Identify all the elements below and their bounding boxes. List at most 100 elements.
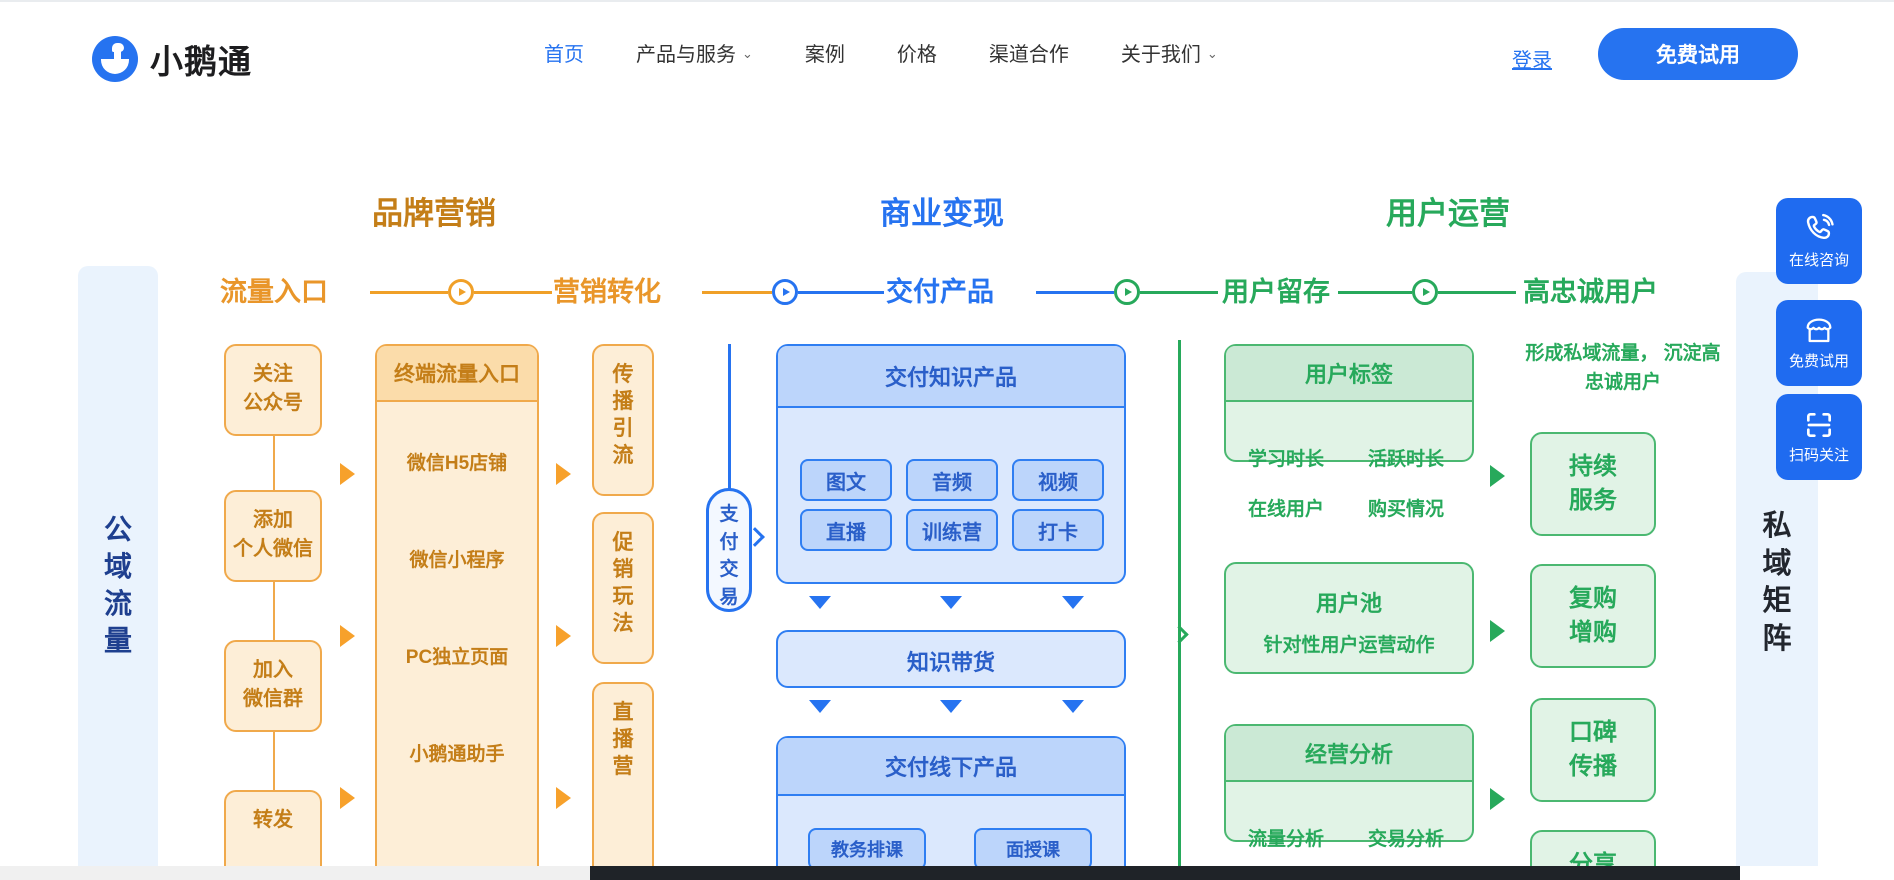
- card-label: 复购 增购: [1569, 585, 1617, 646]
- chip-video[interactable]: 视频: [1012, 459, 1104, 501]
- nav-label: 产品与服务: [636, 44, 736, 66]
- card-label: 关注 公众号: [243, 363, 303, 414]
- bottom-bar: [0, 866, 1894, 880]
- entry-item: 小鹅通助手: [409, 744, 505, 765]
- entry-item: PC独立页面: [405, 647, 509, 668]
- flow-label-traffic-entry: 流量入口: [220, 277, 328, 307]
- phone-icon: [1802, 212, 1836, 246]
- nav-item-cases[interactable]: 案例: [779, 38, 871, 67]
- arrow-down-icon: [809, 700, 831, 713]
- tag-study-duration: 学习时长: [1248, 449, 1325, 470]
- flow-segment: [1036, 291, 1114, 294]
- flow-marker-3: [1114, 279, 1140, 305]
- card-header: 经营分析: [1304, 742, 1393, 767]
- site-header: 小鹅通 首页 产品与服务 ⌄ 案例 价格 渠道合作 关于我们 ⌄: [0, 2, 1894, 108]
- card-add-personal-wechat[interactable]: 添加 个人微信: [224, 490, 322, 582]
- card-word-of-mouth[interactable]: 口碑 传播: [1530, 698, 1656, 802]
- chip-checkin[interactable]: 打卡: [1012, 509, 1104, 551]
- entry-item: 微信小程序: [409, 550, 505, 571]
- chip-graphic-text[interactable]: 图文: [800, 459, 892, 501]
- tag-active-duration: 活跃时长: [1368, 449, 1445, 470]
- nav-item-home[interactable]: 首页: [518, 38, 610, 67]
- card-header: 用户标签: [1304, 362, 1393, 387]
- card-user-tags[interactable]: 用户标签: [1224, 344, 1474, 462]
- arrow-right-icon: [556, 787, 571, 809]
- login-link[interactable]: 登录: [1512, 50, 1552, 72]
- connector: [273, 540, 275, 690]
- card-label: 传 播 引 流: [612, 363, 634, 467]
- floating-label: 在线咨询: [1788, 252, 1849, 269]
- flow-label-loyal-user: 高忠诚用户: [1523, 277, 1658, 307]
- floating-online-consult-button[interactable]: 在线咨询: [1776, 198, 1862, 284]
- card-header: 交付线下产品: [884, 755, 1017, 780]
- card-payment-transaction[interactable]: 支 付 交 易: [706, 488, 752, 612]
- chip-live[interactable]: 直播: [800, 509, 892, 551]
- card-spread-drainage[interactable]: 传 播 引 流: [592, 344, 654, 496]
- public-traffic-label: 公域流量: [103, 514, 132, 656]
- nav-label: 渠道合作: [988, 44, 1069, 66]
- card-terminal-traffic-entry[interactable]: 终端流量入口 微信H5店铺 微信小程序 PC独立页面 小鹅通助手: [375, 344, 539, 880]
- flow-row: 流量入口 营销转化 交付产品 用户留存 高忠诚用户: [0, 270, 1894, 314]
- arrow-right-icon: [556, 463, 571, 485]
- card-header: 终端流量入口: [394, 363, 520, 386]
- card-forward[interactable]: 转发: [224, 790, 322, 880]
- card-sub: 针对性用户运营动作: [1263, 635, 1435, 656]
- section-divider: [1178, 340, 1181, 880]
- stage-title-brand: 品牌营销: [372, 196, 496, 231]
- card-business-analysis[interactable]: 经营分析: [1224, 724, 1474, 842]
- chip-face-to-face-class[interactable]: 面授课: [974, 828, 1092, 870]
- card-user-pool[interactable]: 用户池 针对性用户运营动作: [1224, 562, 1474, 674]
- card-join-wechat-group[interactable]: 加入 微信群: [224, 640, 322, 732]
- nav-item-pricing[interactable]: 价格: [871, 38, 963, 67]
- chip-audio[interactable]: 音频: [906, 459, 998, 501]
- flow-marker-1: [448, 279, 474, 305]
- stage-title-user: 用户运营: [1386, 196, 1510, 231]
- floating-label: 免费试用: [1788, 353, 1849, 370]
- card-label: 持续 服务: [1569, 453, 1617, 514]
- card-header: 交付知识产品: [884, 365, 1017, 390]
- chip-course-scheduling[interactable]: 教务排课: [808, 828, 926, 870]
- card-promotion-playbook[interactable]: 促 销 玩 法: [592, 512, 654, 664]
- connector: [273, 392, 275, 540]
- scrollbar-thumb[interactable]: [590, 866, 1740, 880]
- flow-marker-2: [772, 279, 798, 305]
- card-repurchase-upsell[interactable]: 复购 增购: [1530, 564, 1656, 668]
- main-nav: 首页 产品与服务 ⌄ 案例 价格 渠道合作 关于我们 ⌄: [518, 38, 1244, 67]
- analysis-transaction: 交易分析: [1368, 829, 1445, 850]
- flow-segment: [798, 291, 884, 294]
- top-divider: [0, 0, 1894, 2]
- arrow-right-icon: [340, 787, 355, 809]
- arrow-right-icon: [1490, 465, 1505, 487]
- goose-logo-icon: [92, 36, 138, 82]
- logo-text: 小鹅通: [150, 43, 252, 80]
- site-logo[interactable]: 小鹅通: [92, 35, 252, 83]
- chip-training-camp[interactable]: 训练营: [906, 509, 998, 551]
- divider-notch: [1170, 625, 1189, 644]
- nav-item-products[interactable]: 产品与服务 ⌄: [610, 38, 779, 67]
- flow-segment: [370, 291, 448, 294]
- card-label: 加入 微信群: [243, 659, 303, 710]
- flow-segment: [1338, 291, 1412, 294]
- arrow-down-icon: [940, 596, 962, 609]
- nav-item-channel[interactable]: 渠道合作: [963, 38, 1095, 67]
- entry-item: 微信H5店铺: [406, 453, 508, 474]
- scrollbar-track[interactable]: [0, 866, 590, 880]
- floating-scan-follow-button[interactable]: 扫码关注: [1776, 394, 1862, 480]
- arrow-down-icon: [940, 700, 962, 713]
- connector: [273, 690, 275, 840]
- chevron-down-icon: ⌄: [1206, 45, 1218, 61]
- flow-marker-4: [1412, 279, 1438, 305]
- analysis-traffic: 流量分析: [1248, 829, 1325, 850]
- card-knowledge-commerce[interactable]: 知识带货: [776, 630, 1126, 688]
- card-follow-official-account[interactable]: 关注 公众号: [224, 344, 322, 436]
- card-continuous-service[interactable]: 持续 服务: [1530, 432, 1656, 536]
- free-trial-button[interactable]: 免费试用: [1598, 28, 1798, 80]
- arrow-right-icon: [1490, 620, 1505, 642]
- flow-segment: [1438, 291, 1516, 294]
- tag-purchase-status: 购买情况: [1368, 499, 1445, 520]
- card-live-camp[interactable]: 直 播 营: [592, 682, 654, 880]
- card-label: 添加 个人微信: [233, 509, 313, 560]
- floating-free-trial-button[interactable]: 免费试用: [1776, 300, 1862, 386]
- chevron-down-icon: ⌄: [742, 45, 753, 61]
- nav-item-about[interactable]: 关于我们 ⌄: [1095, 38, 1244, 67]
